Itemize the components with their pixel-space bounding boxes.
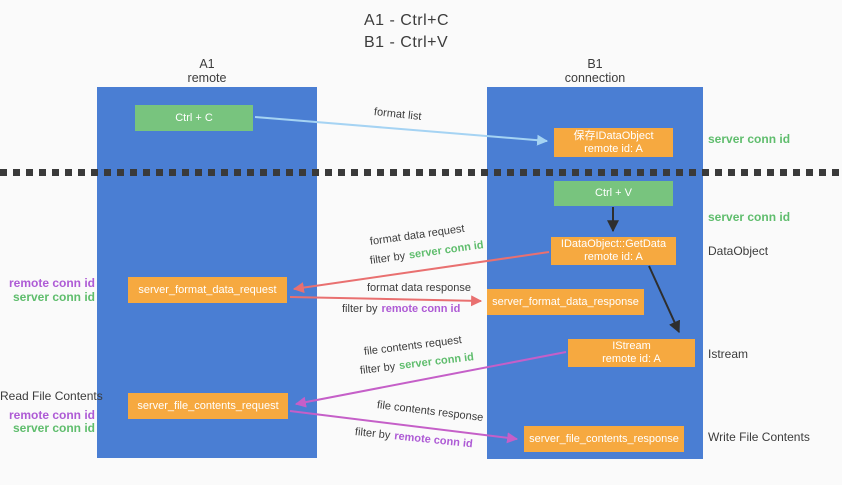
node-ctrl-v: Ctrl + V (554, 181, 673, 206)
node-server-file-contents-response: server_file_contents_response (524, 426, 684, 452)
right-server-conn-id-label-1: server conn id (708, 132, 791, 146)
server-conn-id-text: server conn id (408, 239, 485, 262)
title-line-2: B1 - Ctrl+V (364, 34, 449, 51)
node-server-format-data-response-label: server_format_data_response (492, 295, 639, 308)
node-idataobject-getdata-line2: remote id: A (584, 251, 643, 263)
remote-conn-id-text: remote conn id (8, 276, 95, 290)
node-server-file-contents-response-label: server_file_contents_response (529, 432, 679, 445)
right-server-conn-id-label-2: server conn id (708, 210, 791, 224)
server-conn-id-text: server conn id (12, 421, 95, 435)
read-file-contents-text: Read File Contents (0, 389, 103, 403)
filter-by-text: filter by (369, 250, 406, 267)
node-server-file-contents-request: server_file_contents_request (128, 393, 288, 419)
node-server-file-contents-request-label: server_file_contents_request (137, 399, 279, 412)
node-ctrl-v-label: Ctrl + V (595, 187, 632, 199)
node-istream-line1: IStream (612, 340, 651, 352)
column-b1-subtitle: connection (564, 71, 626, 85)
filter-by-text: filter by (354, 426, 391, 442)
column-b1-name: B1 (587, 57, 603, 71)
right-write-file-contents-label: Write File Contents (708, 430, 810, 444)
remote-conn-id-text: remote conn id (8, 407, 95, 422)
format-data-response-arrow (289, 295, 483, 307)
right-istream-label: Istream (708, 347, 749, 361)
remote-conn-id-text: remote conn id (393, 430, 474, 451)
server-conn-id-text: server conn id (12, 289, 95, 304)
format-data-response-label: format data response (367, 282, 471, 294)
right-dataobject-label: DataObject (708, 244, 769, 258)
column-a1-subtitle: remote (187, 71, 227, 85)
remote-conn-id-text: remote conn id (381, 303, 461, 315)
node-server-format-data-request-label: server_format_data_request (138, 283, 277, 296)
file-contents-response-label: file contents response (376, 399, 484, 424)
column-header-a1: A1 remote (152, 57, 262, 85)
node-istream: IStream remote id: A (568, 339, 695, 367)
node-save-idataobject-line2: remote id: A (584, 142, 643, 155)
node-idataobject-getdata-line1: IDataObject::GetData (560, 238, 667, 250)
node-ctrl-c: Ctrl + C (135, 105, 253, 131)
column-header-b1: B1 connection (540, 57, 650, 85)
title-line-1: A1 - Ctrl+C (364, 12, 450, 29)
node-server-format-data-response: server_format_data_response (487, 289, 644, 315)
server-conn-id-text: server conn id (398, 351, 475, 373)
node-save-idataobject-line1: 保存IDataObject (573, 129, 654, 142)
left-conn-id-annotation-1: remote conn id server conn id (0, 276, 95, 304)
node-save-idataobject: 保存IDataObject remote id: A (554, 128, 673, 157)
copy-paste-separator-line (0, 169, 842, 176)
filter-by-text: filter by (359, 360, 396, 377)
left-read-file-contents-annotation: Read File Contents remote conn id server… (0, 389, 103, 436)
node-ctrl-c-label: Ctrl + C (175, 111, 213, 124)
diagram-title: A1 - Ctrl+C B1 - Ctrl+V (364, 10, 449, 54)
filter-by-text: filter by (342, 303, 378, 315)
column-a1-name: A1 (199, 57, 215, 71)
node-server-format-data-request: server_format_data_request (128, 277, 287, 303)
node-idataobject-getdata: IDataObject::GetData remote id: A (551, 237, 676, 265)
node-istream-line2: remote id: A (602, 353, 661, 365)
format-list-label: format list (373, 106, 423, 123)
